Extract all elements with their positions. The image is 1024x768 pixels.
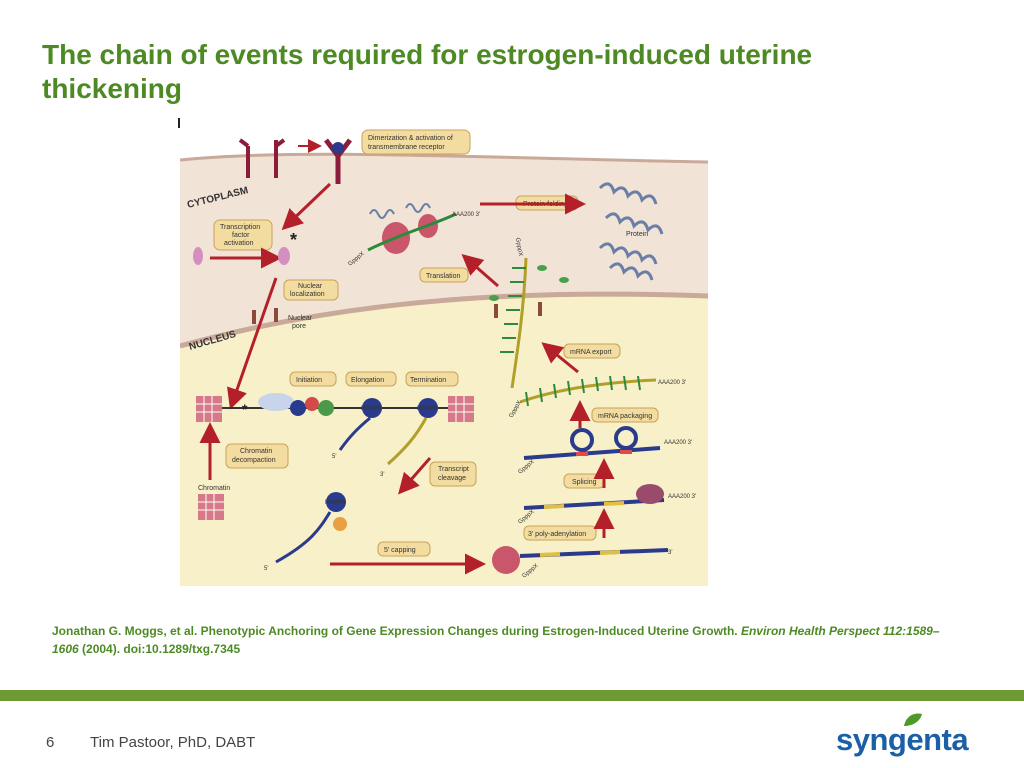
termination-label: Termination [410,377,446,384]
rnapii-label-1: RNAPII [361,406,381,412]
transcript-cleavage-label-1: Transcript [438,466,469,473]
packaged-mrna [519,375,657,407]
tf-active [278,247,290,265]
estrogen-pathway-diagram: CYTOPLASM NUCLEUS Dimerization & activat… [180,118,708,586]
slide-title: The chain of events required for estroge… [42,39,813,104]
arrow-cleavage [398,457,432,495]
rnapii-label-3: RNAPII [325,500,345,506]
capping-label: 5' capping [384,547,416,554]
chromatin-decomp-label-1: Chromatin [240,448,272,455]
elongation-box [345,371,397,387]
dimerization-box [361,129,471,155]
citation-text: Jonathan G. Moggs, et al. Phenotypic Anc… [52,624,741,638]
capped-mrna [492,546,669,574]
nascent-rna-2 [387,417,428,466]
receptor-monomers [238,138,286,178]
tf-label-2: factor [232,232,250,239]
citation-journal: Environ Health Perspect 112:1589–1606 [52,624,940,656]
export-cap: GpppX [514,237,523,256]
rnapii-elongating [362,398,438,418]
page-number: 6 [46,734,55,751]
logo-wordmark: syngenta [836,722,969,757]
elongation-label: Elongation [351,377,384,384]
mrna-packaging-box [591,407,659,423]
mrna-export-label: mRNA export [570,349,612,356]
cell-membrane [180,152,708,164]
nascent-5prime: 5' [332,454,336,460]
nascent-3prime: 3' [380,472,384,478]
nuclear-localization-box [283,279,339,301]
polyadenylation-box [523,525,597,541]
nuclear-pore-label-2: pore [292,323,306,330]
dimerization-label-1: Dimerization & activation of [368,135,453,142]
tf-label-1: Transcription [220,224,260,231]
citation: Jonathan G. Moggs, et al. Phenotypic Anc… [52,622,952,658]
presenter-name: Tim Pastoor, PhD, DABT [90,734,256,751]
ribosome-translation [367,203,457,254]
polyadenylated-polya: AAA200 3' [668,494,696,500]
capped-3prime: 3' [668,550,672,556]
arrow-nuclear-import [227,277,278,410]
rnapii-label-2: RNAPII [417,406,437,412]
mrna-packaging-label: mRNA packaging [598,413,652,420]
polyadenylated-mrna [523,484,665,510]
arrow-mrna-export [541,342,579,374]
nuclear-loc-label-2: localization [290,291,325,298]
translation-polya: AAA200 3' [452,212,480,218]
dimerization-label-2: transmembrane receptor [368,144,445,151]
nascent-rna-1 [338,416,371,451]
leaf-icon [904,713,922,726]
arrow-translation [461,254,499,288]
rnapii-capping [275,492,347,564]
citation-doi: (2004). doi:10.1289/txg.7345 [78,642,241,656]
initiation-label: Initiation [296,377,322,384]
chromatin-decompaction-box [225,443,289,469]
exported-mrna [489,257,569,389]
capping-box [377,541,431,557]
tf-activation-box [213,219,273,251]
chromatin-label: Chromatin [198,485,230,492]
arrow-to-tf [281,182,332,231]
transcript-cleavage-label-2: cleavage [438,475,466,482]
nuclear-pore [252,308,278,324]
capping-5prime: 5' [264,566,268,572]
spliced-mrna [523,426,661,460]
termination-box [405,371,459,387]
nuclear-loc-label-1: Nuclear [298,283,323,290]
spliced-polya: AAA200 3' [664,440,692,446]
polyadenylation-label: 3' poly-adenylation [528,531,586,538]
folded-protein [598,182,664,281]
tf-label-3: activation [224,240,254,247]
transcription-complex [258,393,334,416]
nuclear-pore-label-1: Nuclear [288,315,313,322]
initiation-box [289,371,337,387]
tf-asterisk: * [290,230,297,250]
translation-label: Translation [426,273,460,280]
dna-template [196,396,474,422]
packaged-polya: AAA200 3' [658,380,686,386]
transcript-cleavage-box [429,461,477,487]
splicing-label: Splicing [572,479,597,486]
receptor-dimer [324,138,352,184]
protein-label: Protein [626,231,648,238]
tf-inactive [193,247,203,265]
promoter-asterisk: * [242,401,248,417]
syngenta-logo: syngenta [836,712,976,762]
chromatin-block [198,494,224,520]
diagram-canvas: CYTOPLASM NUCLEUS Dimerization & activat… [180,118,708,586]
nuclear-envelope [180,291,708,349]
footer-rule [0,690,1024,701]
chromatin-decomp-label-2: decompaction [232,457,276,464]
nucleus-region [180,294,708,586]
